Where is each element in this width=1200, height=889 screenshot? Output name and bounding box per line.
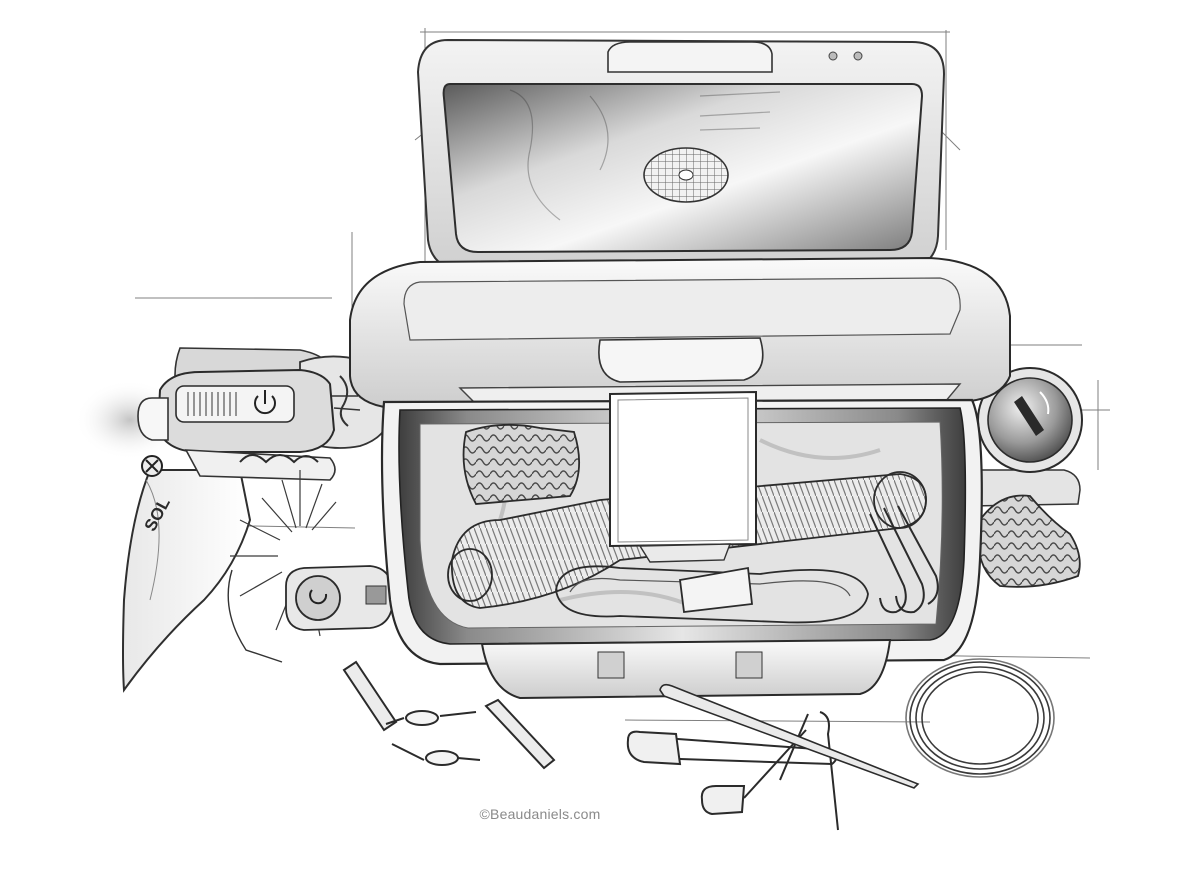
led-flashlight-icon <box>137 397 169 441</box>
power-button-icon <box>254 390 276 415</box>
lid-mirror-group <box>416 38 946 285</box>
folding-knife-group: SOL <box>75 368 393 693</box>
fishing-line-spool-icon <box>555 565 869 624</box>
fish-hooks-icon <box>869 505 939 614</box>
fishing-swivels-icon <box>342 660 556 770</box>
tinder-pouch-icon <box>977 494 1081 588</box>
center-bracket <box>609 390 757 548</box>
artist-credit: ©Beaudaniels.com <box>479 806 601 822</box>
folding-knife-icon <box>122 469 252 693</box>
compass-group <box>959 367 1083 507</box>
sewing-needle-icon <box>659 683 920 789</box>
snare-wire-coil-icon <box>905 658 1055 778</box>
safety-pins-icon <box>626 711 839 831</box>
paracord-netting-icon <box>462 423 581 505</box>
lid-tab <box>607 41 773 73</box>
